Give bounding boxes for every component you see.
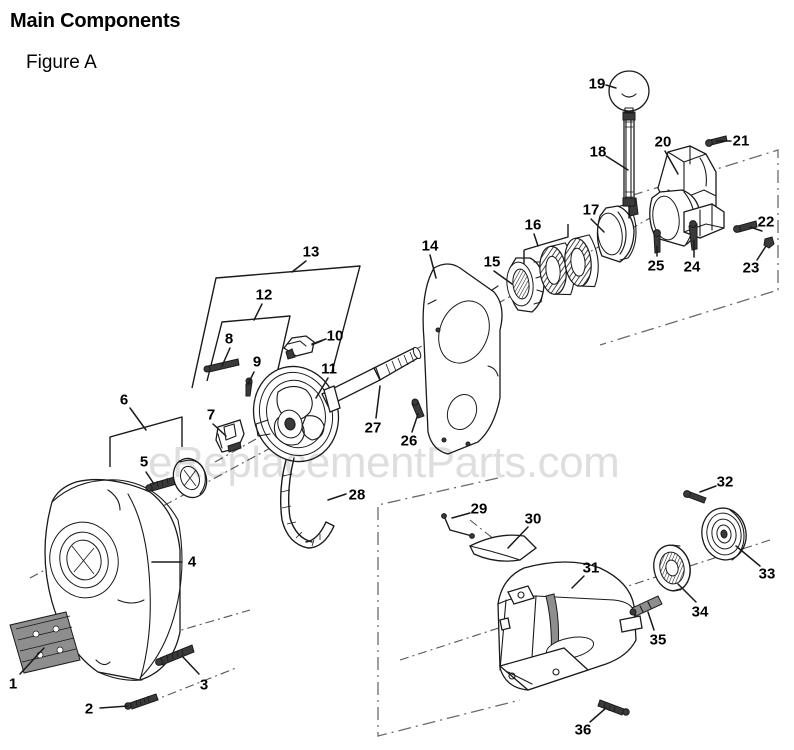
callout-housing-collar: 17 bbox=[582, 201, 600, 219]
part-belt-28 bbox=[279, 457, 335, 549]
part-blower-housing bbox=[44, 478, 183, 681]
part-mounting-bracket-20 bbox=[649, 145, 725, 247]
part-pulley-33 bbox=[701, 507, 747, 561]
part-screw-32 bbox=[683, 490, 707, 504]
part-seal-collar-15 bbox=[506, 257, 545, 313]
part-fan-shroud-31 bbox=[497, 561, 643, 691]
callout-bracket-assembly: 29 bbox=[470, 500, 488, 518]
callout-rod: 18 bbox=[589, 143, 607, 161]
part-lever-10 bbox=[283, 335, 323, 360]
part-bearing-set-16 bbox=[523, 224, 599, 296]
callout-nut: 23 bbox=[742, 259, 760, 277]
part-screw-36 bbox=[597, 699, 630, 716]
callout-nameplate-label: 1 bbox=[8, 675, 18, 693]
callout-fan-shroud: 31 bbox=[582, 559, 600, 577]
part-bracket-13 bbox=[191, 265, 361, 389]
part-pin-8 bbox=[203, 358, 240, 373]
callout-screw: 26 bbox=[400, 432, 418, 450]
part-gasket-plate-14 bbox=[422, 263, 503, 455]
callout-lever: 10 bbox=[326, 327, 344, 345]
callout-deflector: 30 bbox=[524, 510, 542, 528]
callout-screw: 32 bbox=[716, 473, 734, 491]
part-pin-35 bbox=[629, 595, 663, 617]
part-screw-26 bbox=[411, 398, 425, 419]
bracket-16 bbox=[523, 224, 569, 264]
callout-pin: 8 bbox=[224, 330, 234, 348]
part-screw-25 bbox=[653, 229, 661, 254]
part-rod-18 bbox=[622, 111, 636, 219]
callout-blower-housing: 4 bbox=[187, 553, 197, 571]
region-boundary-lower-right bbox=[377, 477, 521, 737]
part-nameplate bbox=[9, 611, 81, 674]
callout-belt: 28 bbox=[348, 486, 366, 504]
part-knob-19 bbox=[608, 70, 650, 114]
callout-screw: 22 bbox=[757, 213, 775, 231]
callout-screw: 21 bbox=[732, 132, 750, 150]
callout-screw: 25 bbox=[647, 257, 665, 275]
callout-screw: 3 bbox=[199, 676, 209, 694]
callout-knob: 19 bbox=[588, 75, 606, 93]
callout-fastener: 9 bbox=[252, 353, 262, 371]
part-screw-24 bbox=[688, 220, 698, 251]
part-clamp-7 bbox=[215, 419, 245, 453]
callout-clamp: 7 bbox=[206, 406, 216, 424]
part-bracket-6 bbox=[109, 416, 183, 467]
page-title: Main Components bbox=[10, 10, 181, 32]
part-bearing-34 bbox=[653, 544, 691, 592]
part-bracket-12 bbox=[206, 315, 291, 382]
callout-pulley: 33 bbox=[758, 565, 776, 583]
callout-bracket-assembly: 6 bbox=[119, 391, 129, 409]
leader-lines bbox=[19, 84, 767, 723]
callout-screw: 36 bbox=[574, 721, 592, 739]
part-screw-22 bbox=[733, 220, 758, 233]
callout-seal-collar: 15 bbox=[483, 253, 501, 271]
callout-screw: 5 bbox=[139, 453, 149, 471]
callout-gasket-plate: 14 bbox=[421, 237, 439, 255]
callout-pin: 35 bbox=[649, 631, 667, 649]
part-shaft-27 bbox=[321, 346, 422, 413]
callout-assembly-bracket: 13 bbox=[302, 243, 320, 261]
callout-impeller: 11 bbox=[321, 360, 337, 378]
callout-mounting-bracket: 20 bbox=[654, 133, 672, 151]
callout-bearing-set: 16 bbox=[524, 216, 542, 234]
part-fastener-9 bbox=[245, 377, 253, 397]
callout-sub-assembly-bracket: 12 bbox=[255, 286, 273, 304]
part-nut-23 bbox=[763, 236, 775, 249]
callout-screw: 2 bbox=[84, 700, 94, 718]
part-impeller bbox=[252, 365, 340, 463]
callout-screw: 24 bbox=[683, 258, 701, 276]
part-bearing-collar bbox=[172, 457, 208, 499]
part-screw-2 bbox=[124, 693, 159, 710]
part-bracket-29 bbox=[441, 513, 475, 539]
part-deflector-30 bbox=[469, 534, 537, 562]
part-housing-collar-17 bbox=[596, 197, 639, 263]
callout-bearing: 34 bbox=[691, 603, 709, 621]
figure-label: Figure A bbox=[26, 52, 97, 73]
part-screw-3 bbox=[155, 644, 195, 666]
callout-shaft: 27 bbox=[364, 419, 382, 437]
